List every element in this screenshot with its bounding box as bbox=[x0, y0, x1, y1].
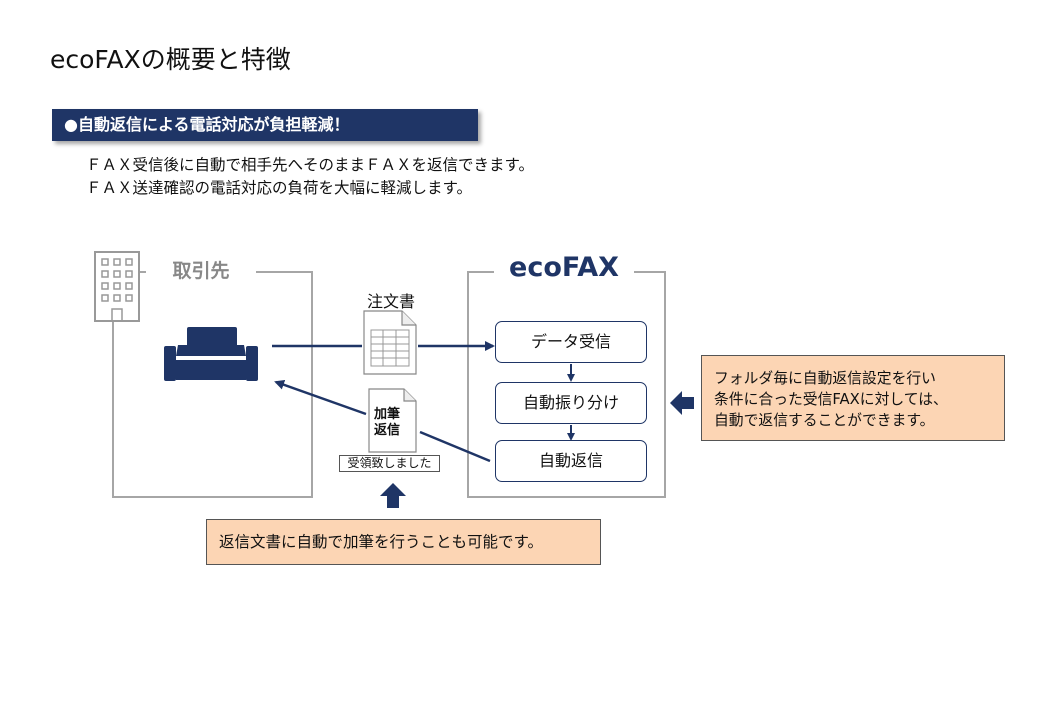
step-data-receive: データ受信 bbox=[495, 321, 647, 363]
left-block-arrow bbox=[670, 391, 694, 415]
note-auto-reply-setting: フォルダ毎に自動返信設定を行い 条件に合った受信FAXに対しては、 自動で返信す… bbox=[701, 355, 1005, 441]
fax-machine-icon bbox=[164, 327, 258, 381]
up-block-arrow bbox=[380, 483, 406, 508]
description-line-2: ＦＡＸ送達確認の電話対応の負荷を大幅に軽減します。 bbox=[86, 179, 472, 197]
note-right-line-3: 自動で返信することができます。 bbox=[714, 412, 935, 429]
feature-banner: ●自動返信による電話対応が負担軽減！ bbox=[52, 109, 478, 141]
reply-arrow bbox=[274, 379, 367, 416]
partner-label: 取引先 bbox=[146, 257, 256, 285]
reply-document-icon bbox=[368, 388, 417, 453]
reply-line bbox=[419, 430, 491, 463]
description-line-1: ＦＡＸ受信後に自動で相手先へそのままＦＡＸを返信できます。 bbox=[86, 156, 534, 174]
step-auto-reply: 自動返信 bbox=[495, 440, 647, 482]
page-title: ecoFAXの概要と特徴 bbox=[50, 45, 291, 74]
step-auto-sort: 自動振り分け bbox=[495, 382, 647, 424]
order-document-label: 注文書 bbox=[366, 292, 415, 311]
building-icon bbox=[94, 251, 140, 322]
order-document-icon bbox=[363, 310, 417, 375]
reply-document-text: 加筆返信 bbox=[374, 407, 401, 438]
note-right-line-2: 条件に合った受信FAXに対しては、 bbox=[714, 391, 948, 408]
note-right-line-1: フォルダ毎に自動返信設定を行い bbox=[714, 370, 936, 387]
receipt-stamp: 受領致しました bbox=[339, 455, 440, 472]
ecofax-label: ecoFAX bbox=[494, 250, 634, 286]
note-auto-annotation: 返信文書に自動で加筆を行うことも可能です。 bbox=[206, 519, 601, 565]
